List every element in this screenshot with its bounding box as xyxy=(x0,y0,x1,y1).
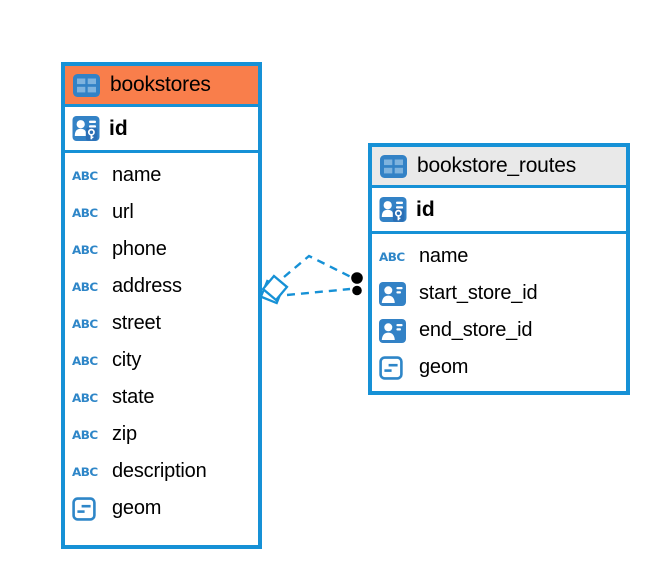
column-name: street xyxy=(112,312,161,334)
text-type-icon: ABC xyxy=(72,279,98,294)
one-cardinality-symbol[interactable] xyxy=(349,270,365,297)
column-row-zip[interactable]: ABC zip xyxy=(65,416,258,453)
many-cardinality-symbol[interactable] xyxy=(259,274,289,305)
column-row-end-store-id[interactable]: end_store_id xyxy=(372,312,626,349)
text-type-icon: ABC xyxy=(72,390,98,405)
entity-bookstore-routes-header[interactable]: bookstore_routes xyxy=(372,147,626,188)
column-name: phone xyxy=(112,238,167,260)
primary-key-icon xyxy=(379,196,407,223)
entity-bookstores-header[interactable]: bookstores xyxy=(65,66,258,107)
relationship-line-upper[interactable] xyxy=(283,254,352,279)
column-row-state[interactable]: ABC state xyxy=(65,379,258,416)
pk-column-name: id xyxy=(416,197,435,221)
text-type-icon: ABC xyxy=(72,242,98,257)
column-row-url[interactable]: ABC url xyxy=(65,194,258,231)
text-type-icon: ABC xyxy=(72,205,98,220)
table-icon xyxy=(73,73,100,97)
column-row-street[interactable]: ABC street xyxy=(65,305,258,342)
column-name: state xyxy=(112,386,155,408)
column-name: geom xyxy=(112,497,162,519)
column-row-name[interactable]: ABC name xyxy=(372,238,626,275)
column-name: end_store_id xyxy=(419,319,533,341)
column-name: zip xyxy=(112,423,137,445)
column-name: url xyxy=(112,201,134,223)
text-type-icon: ABC xyxy=(72,427,98,442)
text-type-icon: ABC xyxy=(379,249,405,264)
pk-column-name: id xyxy=(109,116,128,140)
column-name: address xyxy=(112,275,182,297)
column-name: name xyxy=(419,245,469,267)
geometry-type-icon xyxy=(72,496,103,521)
column-name: description xyxy=(112,460,207,482)
entity-title: bookstores xyxy=(110,73,211,96)
text-type-icon: ABC xyxy=(72,353,98,368)
column-name: city xyxy=(112,349,142,371)
column-name: name xyxy=(112,164,162,186)
column-row-geom[interactable]: geom xyxy=(65,490,258,527)
entity-bookstore-routes[interactable]: bookstore_routes id ABC xyxy=(368,143,630,395)
text-type-icon: ABC xyxy=(72,464,98,479)
primary-key-icon xyxy=(72,115,100,142)
table-icon xyxy=(380,154,407,178)
column-list-bookstore-routes: ABC name start_store_id xyxy=(372,234,626,391)
entity-title: bookstore_routes xyxy=(417,154,577,177)
column-row-address[interactable]: ABC address xyxy=(65,268,258,305)
column-row-city[interactable]: ABC city xyxy=(65,342,258,379)
column-row-description[interactable]: ABC description xyxy=(65,453,258,490)
text-type-icon: ABC xyxy=(72,316,98,331)
geometry-type-icon xyxy=(379,355,410,380)
column-row-phone[interactable]: ABC phone xyxy=(65,231,258,268)
text-type-icon: ABC xyxy=(72,168,98,183)
column-row-start-store-id[interactable]: start_store_id xyxy=(372,275,626,312)
entity-bookstores[interactable]: bookstores id ABC xyxy=(61,62,262,549)
reference-type-icon xyxy=(379,318,410,343)
pk-row-bookstores-id[interactable]: id xyxy=(65,107,258,153)
pk-row-bookstore-routes-id[interactable]: id xyxy=(372,188,626,234)
column-name: start_store_id xyxy=(419,282,538,304)
relationship-line-lower[interactable] xyxy=(286,287,351,297)
column-row-geom[interactable]: geom xyxy=(372,349,626,386)
column-row-name[interactable]: ABC name xyxy=(65,157,258,194)
reference-type-icon xyxy=(379,281,410,306)
column-name: geom xyxy=(419,356,469,378)
column-list-bookstores: ABC name ABC url ABC phone ABC address A… xyxy=(65,153,258,545)
